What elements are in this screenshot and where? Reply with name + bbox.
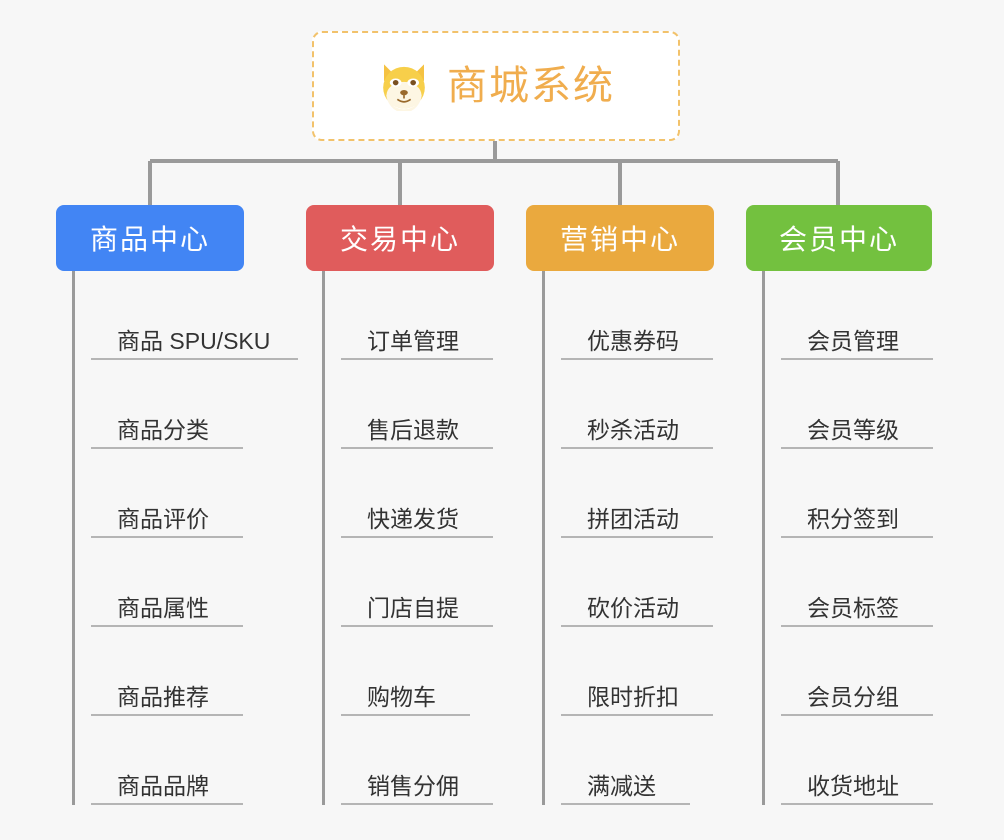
leaf-node[interactable]: 优惠券码 [561,271,714,360]
leaf-node[interactable]: 商品分类 [91,360,284,449]
branch-header-2[interactable]: 交易中心 [306,205,494,271]
root-node[interactable]: 商城系统 [312,31,680,141]
leaf-node[interactable]: 拼团活动 [561,449,714,538]
leaf-underline [561,625,713,627]
leaf-node[interactable]: 积分签到 [781,449,933,538]
branch-column-3: 营销中心 优惠券码秒杀活动拼团活动砍价活动限时折扣满减送 [526,205,714,805]
leaf-node[interactable]: 会员标签 [781,538,933,627]
leaf-node[interactable]: 售后退款 [341,360,494,449]
leaf-underline [781,358,933,360]
branch-column-2: 交易中心 订单管理售后退款快递发货门店自提购物车销售分佣 [306,205,494,805]
leaf-label: 拼团活动 [587,505,679,532]
branch-header-1[interactable]: 商品中心 [56,205,244,271]
leaf-label: 满减送 [587,772,656,799]
leaf-label: 销售分佣 [367,772,459,799]
leaf-node[interactable]: 快递发货 [341,449,494,538]
branch-items-1: 商品 SPU/SKU 商品分类商品评价商品属性商品推荐商品品牌 [72,271,298,805]
leaf-label: 商品属性 [117,594,209,621]
leaf-label: 秒杀活动 [587,416,679,443]
leaf-label: 订单管理 [367,327,459,354]
branch-items-2: 订单管理售后退款快递发货门店自提购物车销售分佣 [322,271,494,805]
leaf-label: 商品推荐 [117,683,209,710]
leaf-label: 商品评价 [117,505,209,532]
leaf-label: 门店自提 [367,594,459,621]
leaf-underline [561,358,713,360]
leaf-node[interactable]: 订单管理 [341,271,494,360]
branch-column-4: 会员中心 会员管理会员等级积分签到会员标签会员分组收货地址 [746,205,933,805]
leaf-underline [341,358,493,360]
leaf-underline [91,447,243,449]
leaf-underline [781,447,933,449]
leaf-underline [561,803,690,805]
leaf-underline [91,803,243,805]
leaf-underline [781,625,933,627]
root-title: 商城系统 [447,64,615,108]
leaf-node[interactable]: 满减送 [561,716,714,805]
branch-header-3[interactable]: 营销中心 [526,205,714,271]
leaf-node[interactable]: 门店自提 [341,538,494,627]
leaf-node[interactable]: 商品推荐 [91,627,284,716]
leaf-label: 快递发货 [367,505,459,532]
branch-header-4[interactable]: 会员中心 [746,205,932,271]
leaf-label: 商品品牌 [117,772,209,799]
leaf-node[interactable]: 会员管理 [781,271,933,360]
leaf-label: 售后退款 [367,416,459,443]
leaf-label: 会员分组 [807,683,899,710]
leaf-label: 会员等级 [807,416,899,443]
branch-items-3: 优惠券码秒杀活动拼团活动砍价活动限时折扣满减送 [542,271,714,805]
leaf-label: 砍价活动 [587,594,679,621]
branch-items-4: 会员管理会员等级积分签到会员标签会员分组收货地址 [762,271,933,805]
shiba-dog-face-icon [383,64,425,111]
leaf-node[interactable]: 商品品牌 [91,716,284,805]
leaf-node[interactable]: 会员分组 [781,627,933,716]
leaf-underline [561,536,713,538]
leaf-label: 购物车 [367,683,436,710]
leaf-underline [341,447,493,449]
leaf-node[interactable]: 商品评价 [91,449,284,538]
leaf-label: 收货地址 [807,772,899,799]
leaf-underline [781,803,933,805]
leaf-node[interactable]: 购物车 [341,627,494,716]
leaf-underline [341,714,470,716]
leaf-label: 积分签到 [807,505,899,532]
leaf-node[interactable]: 秒杀活动 [561,360,714,449]
leaf-underline [341,536,493,538]
leaf-underline [781,536,933,538]
leaf-label: 会员标签 [807,594,899,621]
leaf-underline [91,358,298,360]
leaf-underline [561,714,713,716]
leaf-label: 限时折扣 [587,683,679,710]
leaf-node[interactable]: 会员等级 [781,360,933,449]
leaf-label: 商品 SPU/SKU [117,327,271,354]
leaf-underline [341,803,493,805]
leaf-node[interactable]: 商品属性 [91,538,284,627]
leaf-underline [91,625,243,627]
leaf-underline [561,447,713,449]
leaf-node[interactable]: 商品 SPU/SKU [91,271,298,360]
leaf-node[interactable]: 销售分佣 [341,716,494,805]
leaf-node[interactable]: 砍价活动 [561,538,714,627]
branch-column-1: 商品中心 商品 SPU/SKU 商品分类商品评价商品属性商品推荐商品品牌 [56,205,298,805]
leaf-label: 商品分类 [117,416,209,443]
leaf-label: 优惠券码 [587,327,679,354]
leaf-underline [91,536,243,538]
leaf-node[interactable]: 限时折扣 [561,627,714,716]
leaf-underline [341,625,493,627]
leaf-node[interactable]: 收货地址 [781,716,933,805]
leaf-underline [91,714,243,716]
leaf-label: 会员管理 [807,327,899,354]
leaf-underline [781,714,933,716]
